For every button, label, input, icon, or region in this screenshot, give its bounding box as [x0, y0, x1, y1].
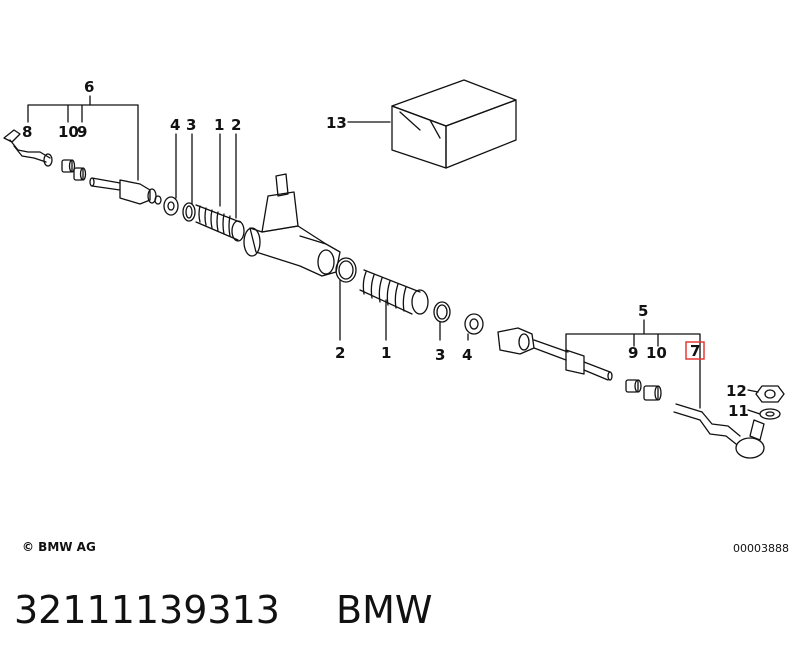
callout-10-left: 10 [58, 123, 79, 141]
right-clamp-3 [433, 301, 451, 323]
callout-2-upper: 2 [231, 116, 241, 134]
callout-9-right: 9 [628, 344, 638, 362]
callout-4-lower: 4 [462, 346, 472, 364]
right-tie-rod-end [673, 403, 765, 459]
callout-4-upper: 4 [170, 116, 180, 134]
right-nut-10 [643, 385, 662, 401]
right-clamp-2 [335, 257, 357, 283]
right-bellows-1 [359, 269, 429, 315]
right-nut-9 [625, 379, 642, 393]
part-number: 32111139313 [14, 588, 280, 632]
highlight-box-7 [685, 341, 705, 360]
callout-3-upper: 3 [186, 116, 196, 134]
copyright-notice: © BMW AG [22, 540, 96, 554]
callout-11: 11 [728, 402, 749, 420]
repair-kit-box-13 [347, 79, 517, 169]
callout-8: 8 [22, 123, 32, 141]
right-lock-washer-4 [464, 313, 484, 335]
callout-9-left: 9 [77, 123, 87, 141]
self-locking-nut-12 [755, 385, 785, 403]
right-inner-tie-rod [497, 327, 613, 381]
left-tie-rod-end [3, 129, 53, 167]
leader-lines-lower [339, 279, 761, 415]
callout-2-lower: 2 [335, 344, 345, 362]
left-inner-tie-rod [89, 177, 162, 205]
left-clamp-3 [182, 202, 196, 222]
part-number-caption: 32111139313 BMW [14, 588, 432, 638]
brand-name: BMW [336, 588, 433, 632]
steering-rack-exploded-diagram: 6 8 10 9 4 3 1 2 13 2 1 3 4 5 9 10 7 12 … [3, 78, 785, 459]
left-nut-10 [61, 159, 76, 173]
leader-lines-group-6 [27, 95, 139, 181]
left-bellows-1 [195, 204, 245, 242]
washer-11 [759, 408, 781, 420]
callout-6: 6 [84, 78, 94, 96]
callout-1-upper: 1 [214, 116, 224, 134]
steering-gear-housing [243, 173, 341, 277]
left-nut-9 [73, 167, 87, 181]
callout-10-right: 10 [646, 344, 667, 362]
left-lock-washer-4 [163, 196, 179, 216]
leader-lines-upper [175, 133, 237, 219]
callout-13: 13 [326, 114, 347, 132]
callout-12: 12 [726, 382, 747, 400]
diagram-reference-code: 00003888 [733, 542, 789, 555]
callout-3-lower: 3 [435, 346, 445, 364]
callout-5: 5 [638, 302, 648, 320]
callout-1-lower: 1 [381, 344, 391, 362]
callout-7: 7 [690, 342, 700, 360]
